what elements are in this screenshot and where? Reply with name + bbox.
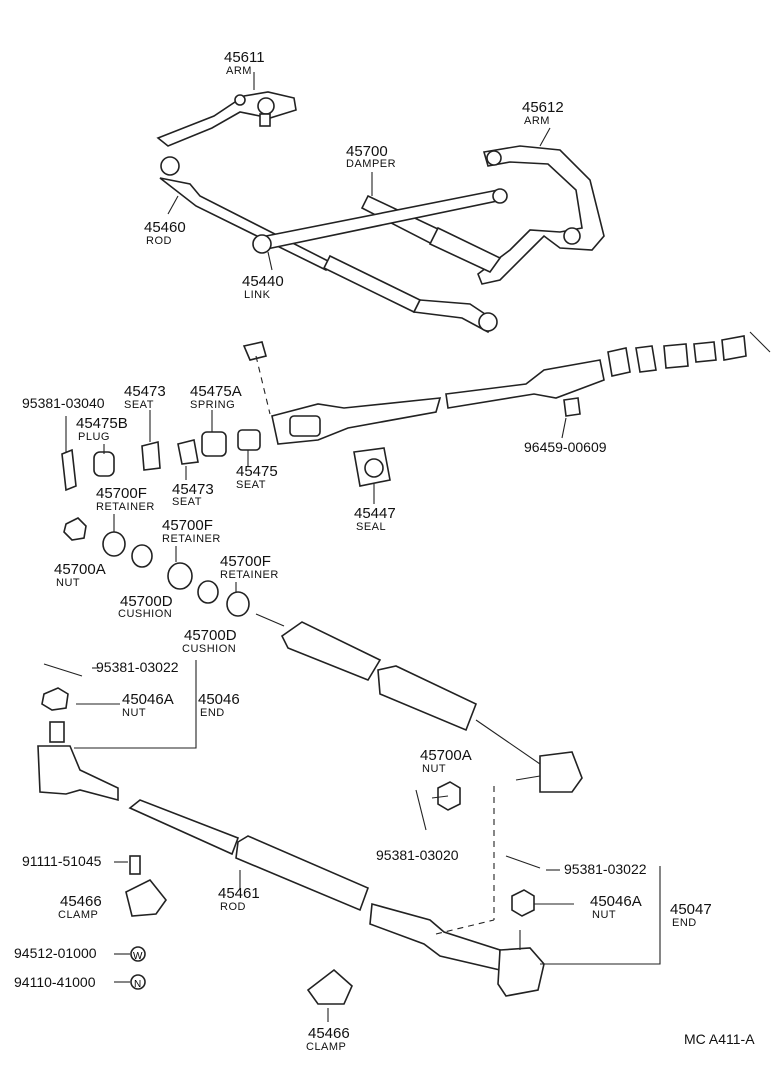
callout-45700A-mid-num: 45700A	[420, 747, 472, 764]
callout-91111-51045-num: 91111-51045	[22, 853, 102, 869]
callout-45447-name: SEAL	[356, 521, 387, 533]
callout-45466-bottom-name: CLAMP	[306, 1041, 347, 1053]
callout-45440-num: 45440	[242, 273, 284, 290]
callout-45700F-3-name: RETAINER	[220, 569, 279, 581]
callout-45461-num: 45461	[218, 885, 260, 902]
seal-45447-part	[353, 447, 391, 504]
callout-45700A-left-num: 45700A	[54, 561, 106, 578]
callout-45460-num: 45460	[144, 219, 186, 236]
callout-45466-left-name: CLAMP	[58, 909, 99, 921]
callout-45700F-3-num: 45700F	[220, 553, 271, 570]
callout-45611-name: ARM	[226, 65, 252, 77]
callout-45460-name: ROD	[146, 235, 172, 247]
nuts-pins	[415, 781, 541, 935]
callout-45473-top-num: 45473	[124, 383, 166, 400]
callout-95381-03022-left-num: 95381-03022	[96, 659, 179, 675]
retainers-cushions	[63, 514, 250, 617]
leader-lines	[65, 416, 661, 983]
callout-45447-num: 45447	[354, 505, 396, 522]
diagram-footer-code: MC A411-A	[684, 1031, 755, 1047]
small-parts-left	[61, 410, 261, 492]
callout-45046-num: 45046	[198, 691, 240, 708]
callout-45611-num: 45611	[224, 49, 265, 66]
callout-45473-bottom-num: 45473	[172, 481, 214, 498]
callout-45700-damper-name: DAMPER	[346, 158, 397, 170]
callout-45046A-left-name: NUT	[122, 707, 147, 719]
callout-45700F-2-num: 45700F	[162, 517, 213, 534]
callout-45700F-1-name: RETAINER	[96, 501, 155, 513]
callout-45466-bottom-num: 45466	[308, 1025, 350, 1042]
callout-45473-top-name: SEAT	[124, 399, 154, 411]
arm-45611-part	[156, 72, 297, 147]
callout-45612-num: 45612	[522, 99, 564, 116]
callout-45700D-2-name: CUSHION	[182, 643, 237, 655]
callout-45475-num: 45475	[236, 463, 278, 480]
washer-symbol: W	[133, 951, 143, 962]
callout-45473-bottom-name: SEAT	[172, 496, 202, 508]
callout-94512-01000-num: 94512-01000	[14, 945, 97, 961]
callout-45475-name: SEAT	[236, 479, 266, 491]
callout-45700D-1-name: CUSHION	[118, 608, 173, 620]
callout-94110-41000-num: 94110-41000	[14, 974, 96, 990]
callout-96459-00609-num: 96459-00609	[524, 439, 607, 455]
arm-45612-part	[477, 127, 605, 285]
callout-45700D-1-num: 45700D	[120, 593, 173, 610]
callout-45612-name: ARM	[524, 115, 550, 127]
callout-95381-03040-num: 95381-03040	[22, 395, 105, 411]
clamps-washers	[125, 855, 353, 1022]
callout-45700A-left-name: NUT	[56, 577, 81, 589]
callout-45046A-right-name: NUT	[592, 909, 617, 921]
link-45440-part	[252, 188, 508, 271]
callout-45700F-2-name: RETAINER	[162, 533, 221, 545]
callout-45046-name: END	[200, 707, 225, 719]
callout-45700D-2-num: 45700D	[184, 627, 237, 644]
callout-45475A-num: 45475A	[190, 383, 242, 400]
callout-45700A-mid-name: NUT	[422, 763, 447, 775]
end-45046-part	[37, 663, 119, 802]
callout-45466-left-num: 45466	[60, 893, 102, 910]
callout-45475A-name: SPRING	[190, 399, 236, 411]
callout-45700F-1-num: 45700F	[96, 485, 147, 502]
callout-45047-num: 45047	[670, 901, 712, 918]
callout-45047-name: END	[672, 917, 697, 929]
callout-45461-name: ROD	[220, 901, 246, 913]
callout-45046A-right-num: 45046A	[590, 893, 642, 910]
callout-45475B-num: 45475B	[76, 415, 128, 432]
callout-45046A-left-num: 45046A	[122, 691, 174, 708]
damper-body-lower	[255, 613, 583, 793]
callout-95381-03022-right-num: 95381-03022	[564, 861, 647, 877]
nut-symbol: N	[134, 979, 141, 990]
rod-45461-part	[128, 799, 545, 997]
callout-95381-03020-num: 95381-03020	[376, 847, 459, 863]
callout-45700-damper-num: 45700	[346, 143, 388, 160]
callout-45440-name: LINK	[244, 289, 271, 301]
damper-tube-part	[242, 331, 771, 445]
callout-45475B-name: PLUG	[78, 431, 110, 443]
rod-45460-part	[159, 156, 498, 334]
